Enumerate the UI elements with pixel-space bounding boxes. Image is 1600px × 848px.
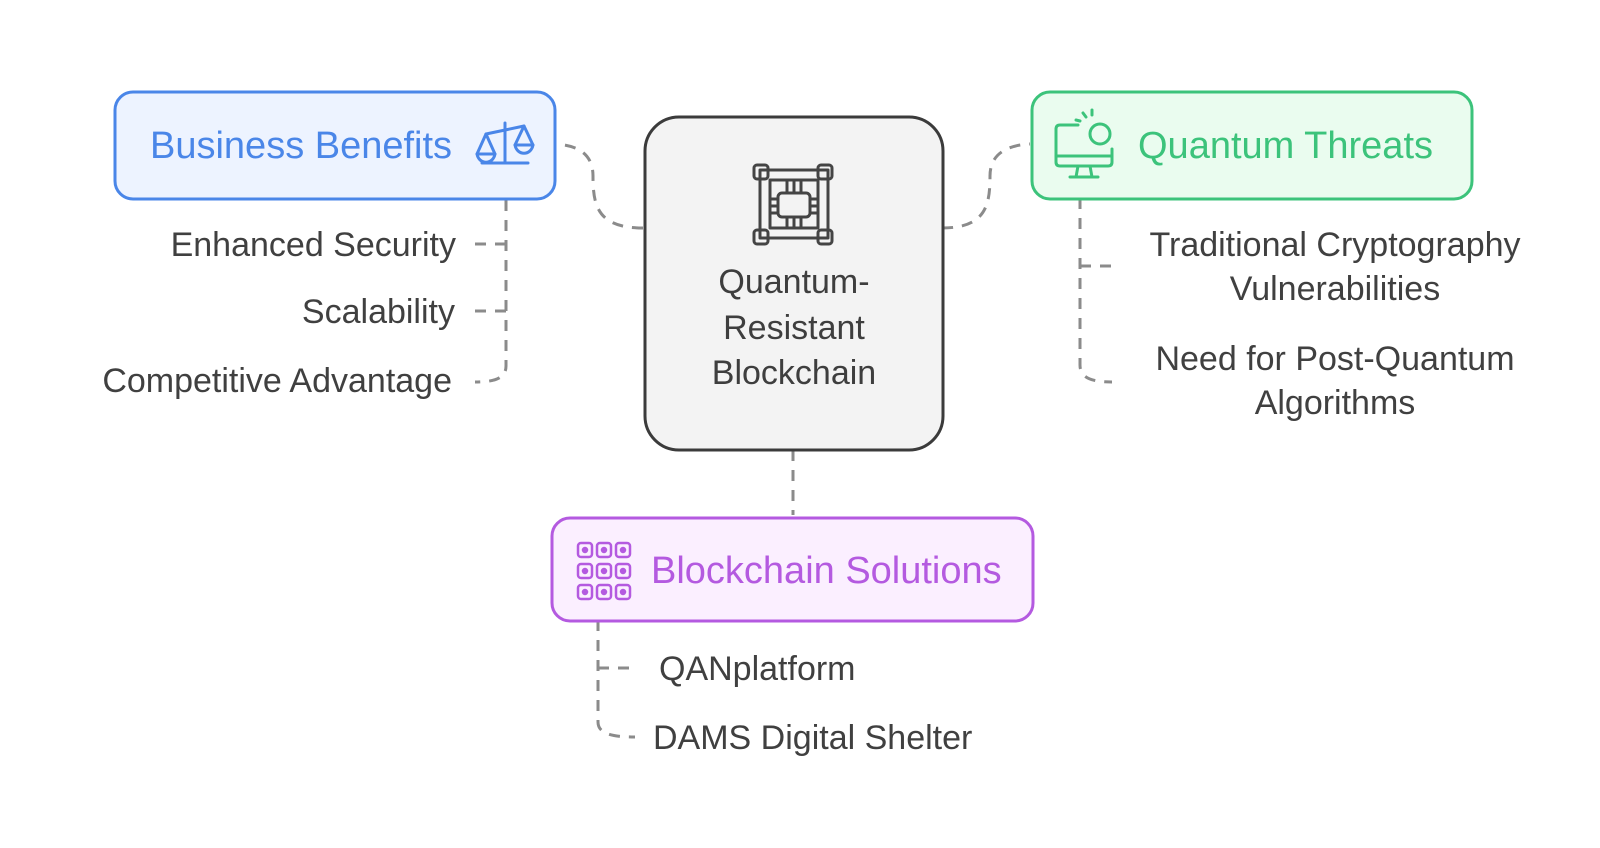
chip-icon — [752, 163, 834, 246]
quantum-threats-box — [1030, 90, 1474, 201]
quantum-threat-item-line: Algorithms — [1255, 384, 1416, 422]
blockchain-solutions-card: Blockchain Solutions — [550, 516, 1035, 623]
business-benefits-box — [113, 90, 557, 201]
center-card-box — [643, 115, 945, 452]
connector-business-benefits — [554, 142, 644, 230]
blockchain-solutions-box — [550, 516, 1035, 623]
blockchain-solution-item: QANplatform — [659, 650, 856, 688]
business-benefit-item: Enhanced Security — [171, 226, 456, 264]
quantum-threats-card: Quantum Threats — [1030, 90, 1474, 201]
center-title-line-1: Quantum- — [718, 263, 869, 301]
blockchain-solution-item: DAMS Digital Shelter — [653, 719, 972, 757]
blockchain-solutions-title: Blockchain Solutions — [651, 550, 1002, 592]
connectors — [474, 142, 1113, 739]
connector-quantum-threats — [941, 142, 1031, 230]
business-benefit-item: Competitive Advantage — [102, 362, 452, 400]
scale-icon — [475, 121, 535, 165]
business-benefits-title: Business Benefits — [150, 125, 452, 167]
center-title-line-2: Resistant — [723, 309, 865, 347]
monitor-alert-icon — [1054, 108, 1114, 179]
quantum-threat-item-line: Vulnerabilities — [1230, 270, 1440, 308]
business-benefits-card: Business Benefits — [113, 90, 557, 201]
center-title-line-3: Blockchain — [712, 354, 876, 392]
quantum-threat-item: Need for Post-Quantum Algorithms — [1155, 340, 1514, 422]
connector-quantum-spine — [1078, 198, 1113, 384]
business-benefit-item: Scalability — [302, 293, 455, 331]
quantum-threat-item-line: Traditional Cryptography — [1149, 226, 1520, 264]
connector-solutions-spine — [596, 620, 636, 739]
quantum-threat-item: Traditional Cryptography Vulnerabilities — [1149, 226, 1520, 308]
block-grid-icon — [576, 541, 632, 601]
center-card: Quantum- Resistant Blockchain — [643, 115, 945, 452]
quantum-threat-item-line: Need for Post-Quantum — [1155, 340, 1514, 378]
connector-enhanced-security — [474, 200, 508, 384]
quantum-threats-title: Quantum Threats — [1138, 125, 1433, 167]
